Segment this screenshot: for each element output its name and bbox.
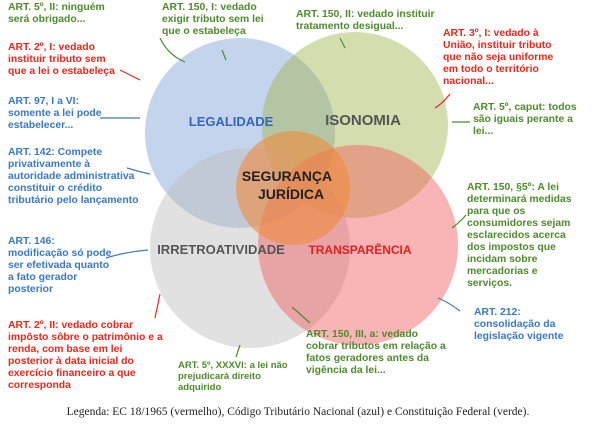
note-art150-i: ART. 150, I: vedado exigir tributo sem l…	[162, 2, 264, 37]
note-art146: ART. 146: modificação só pode ser efetiv…	[8, 236, 112, 295]
connector-art142	[126, 167, 151, 175]
connector-art5-xxxvi	[235, 344, 241, 358]
note-art2-ii: ART. 2º, II: vedado cobrar impôsto sôbre…	[8, 320, 163, 391]
connector-art2-ii	[154, 293, 161, 319]
note-art2-i: ART. 2º, I: vedado instituir tributo sem…	[8, 42, 115, 77]
note-art3-i: ART. 3º, I: vedado à União, instituir tr…	[443, 28, 554, 87]
note-art5-ii: ART. 5º, II: ninguém será obrigado...	[8, 2, 105, 25]
connector-art146	[105, 249, 149, 259]
note-art150-iii: ART. 150, III, a: vedado cobrar tributos…	[306, 329, 446, 376]
label-isonomia: ISONOMIA	[325, 112, 401, 129]
label-juridica: JURÍDICA	[258, 186, 324, 202]
connector-art5-ii	[159, 37, 186, 63]
connector-art150-s5	[451, 214, 467, 229]
connector-art2-i	[119, 69, 141, 81]
legend-caption: Legenda: EC 18/1965 (vermelho), Código T…	[66, 406, 530, 418]
label-legalidade: LEGALIDADE	[189, 114, 274, 129]
connector-art150-i	[221, 49, 227, 61]
note-art212: ART. 212: consolidação da legislação vig…	[474, 307, 564, 342]
connector-art212	[437, 297, 461, 312]
note-art150-ii: ART. 150, II: vedado instituir tratament…	[296, 9, 435, 32]
circle-seguranca-juridica	[236, 131, 350, 245]
note-art5-caput: ART. 5º, caput: todos são iguais perante…	[473, 102, 577, 137]
connector-art150-ii	[339, 37, 346, 49]
label-irretroatividade: IRRETROATIVIDADE	[157, 242, 285, 257]
connector-art150-iii	[291, 306, 311, 324]
label-seguranca: SEGURANÇA	[242, 168, 332, 184]
note-art5-xxxvi: ART. 5º, XXXVI: a lei não prejudicará di…	[178, 360, 288, 393]
note-art150-s5: ART. 150, §5º: A lei determinará medidas…	[467, 182, 572, 289]
note-art97: ART. 97, I a VI: somente a lei pode esta…	[8, 96, 102, 131]
label-transparencia: TRANSPARÊNCIA	[308, 242, 411, 257]
connector-art3-i	[434, 93, 451, 109]
note-art142: ART. 142: Compete privativamente à autor…	[8, 147, 139, 206]
